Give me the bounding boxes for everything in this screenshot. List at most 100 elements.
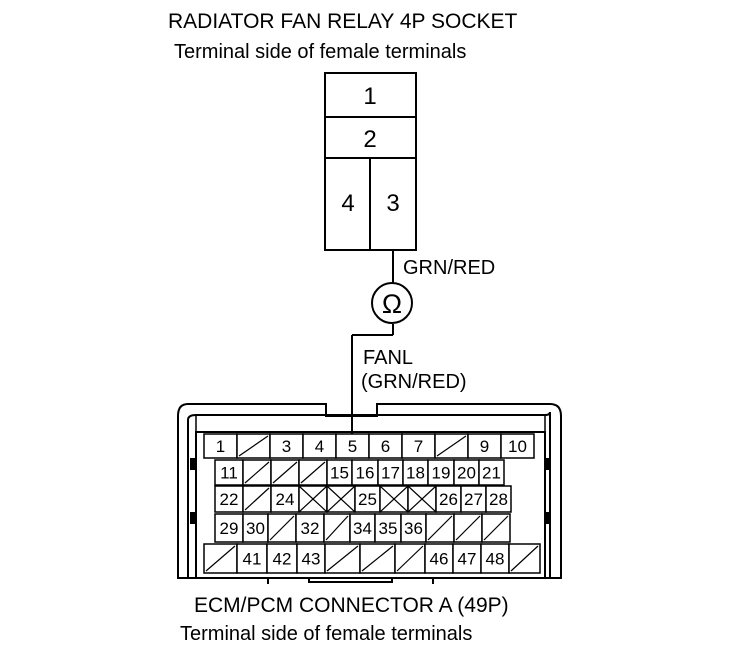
ecm-terminal-41: 41 <box>243 550 262 569</box>
ecm-terminal-47: 47 <box>458 550 477 569</box>
ecm-terminal-36: 36 <box>404 519 423 538</box>
ecm-terminal-32-cell <box>295 513 325 543</box>
ecm-terminal-20: 20 <box>457 464 476 483</box>
blank-terminal-slash <box>244 461 270 484</box>
connector-latch-right-bottom <box>545 512 551 524</box>
ecm-terminal-20-cell <box>453 459 480 486</box>
ecm-terminal-30: 30 <box>246 519 265 538</box>
test-wire <box>351 250 394 440</box>
ecm-terminal-29-cell <box>214 513 244 543</box>
ecm-connector-title: ECM/PCM CONNECTOR A (49P) <box>194 594 509 617</box>
blank-terminal-slash <box>272 461 298 484</box>
ecm-terminal-11-cell <box>214 459 244 486</box>
ecm-terminal-11: 11 <box>220 464 238 483</box>
blank-terminal-slash <box>205 545 236 572</box>
ecm-terminal-32: 32 <box>301 519 320 538</box>
ecm-terminal-6-cell <box>368 433 403 459</box>
relay-terminal-1: 1 <box>363 83 376 110</box>
ecm-terminal-26: 26 <box>439 490 458 509</box>
ecm-terminal-1-cell <box>203 433 238 459</box>
ecm-terminal-28: 28 <box>489 490 508 509</box>
ohm-symbol: Ω <box>382 289 402 319</box>
ecm-connector-subtitle: Terminal side of female terminals <box>180 623 473 645</box>
blank-terminal-slash <box>244 487 270 511</box>
ecm-terminal-10: 10 <box>508 437 527 456</box>
blank-terminal-cross <box>379 485 409 513</box>
ecm-terminal-29: 29 <box>220 519 239 538</box>
ecm-terminal-15: 15 <box>330 464 349 483</box>
ecm-terminal-27-cell <box>460 485 487 513</box>
relay-terminal-2: 2 <box>363 126 376 153</box>
ecm-terminal-43-cell <box>296 543 326 574</box>
ecm-terminal-42-cell <box>266 543 298 574</box>
ecm-terminal-42: 42 <box>273 550 292 569</box>
relay-terminal-4: 4 <box>341 190 354 217</box>
ecm-terminal-25-cell <box>354 485 381 513</box>
connector-latch-left-top <box>190 458 196 470</box>
ecm-terminal-1: 1 <box>216 437 225 456</box>
ecm-terminal-4: 4 <box>315 437 324 456</box>
ecm-terminal-9-cell <box>467 433 502 459</box>
ecm-terminal-24-cell <box>270 485 300 513</box>
blank-terminal-slash <box>326 545 359 572</box>
blank-terminal-slash <box>427 515 453 541</box>
ecm-terminal-28-cell <box>485 485 512 513</box>
ecm-terminal-17-cell <box>377 459 404 486</box>
ecm-terminal-7-cell <box>401 433 436 459</box>
ecm-terminal-10-cell <box>500 433 535 459</box>
ecm-terminal-5-cell <box>335 433 370 459</box>
relay-socket <box>324 72 417 251</box>
ecm-terminal-24: 24 <box>276 490 295 509</box>
ohmmeter-icon <box>371 282 413 324</box>
ecm-terminal-22-cell <box>214 485 244 513</box>
blank-terminal-slash <box>436 435 467 457</box>
ecm-terminal-3: 3 <box>282 437 291 456</box>
ecm-terminal-21: 21 <box>482 464 501 483</box>
blank-terminal-cross <box>298 485 328 513</box>
relay-terminal-3: 3 <box>386 190 399 217</box>
blank-terminal-slash <box>396 545 424 572</box>
blank-terminal-slash <box>510 545 539 572</box>
ecm-terminal-18: 18 <box>406 464 425 483</box>
ecm-terminal-35: 35 <box>379 519 398 538</box>
ecm-terminal-41-cell <box>236 543 268 574</box>
blank-terminal-slash <box>483 515 509 541</box>
ecm-terminal-43: 43 <box>302 550 321 569</box>
ecm-terminal-47-cell <box>452 543 482 574</box>
ecm-terminal-19: 19 <box>432 464 451 483</box>
blank-terminal-slash <box>269 515 295 541</box>
ecm-terminal-25: 25 <box>358 490 377 509</box>
ecm-terminal-27: 27 <box>464 490 483 509</box>
ecm-terminal-5: 5 <box>348 437 357 456</box>
ecm-terminal-46: 46 <box>430 550 449 569</box>
blank-terminal-slash <box>300 461 326 484</box>
signal-color-label: (GRN/RED) <box>361 371 467 393</box>
relay-socket-title: RADIATOR FAN RELAY 4P SOCKET <box>168 10 518 33</box>
ecm-terminal-48: 48 <box>486 550 505 569</box>
connector-latch-right-top <box>545 458 551 470</box>
ecm-terminal-34: 34 <box>353 519 372 538</box>
ecm-terminal-15-cell <box>326 459 353 486</box>
blank-terminal-slash <box>361 545 394 572</box>
ecm-terminal-9: 9 <box>480 437 489 456</box>
ecm-terminal-17: 17 <box>381 464 400 483</box>
ecm-terminal-30-cell <box>242 513 269 543</box>
blank-terminal-slash <box>455 515 481 541</box>
blank-terminal-slash <box>238 435 269 457</box>
ecm-terminal-4-cell <box>302 433 337 459</box>
ecm-terminal-34-cell <box>349 513 376 543</box>
ecm-terminal-3-cell <box>269 433 304 459</box>
ecm-terminal-6: 6 <box>381 437 390 456</box>
relay-socket-subtitle: Terminal side of female terminals <box>174 41 467 63</box>
ecm-terminal-48-cell <box>480 543 510 574</box>
ecm-terminal-21-cell <box>478 459 505 486</box>
ecm-terminal-22: 22 <box>220 490 239 509</box>
blank-terminal-cross <box>407 485 437 513</box>
ecm-connector-housing <box>177 403 562 584</box>
ecm-terminal-16: 16 <box>356 464 375 483</box>
blank-terminal-cross <box>326 485 356 513</box>
signal-name-label: FANL <box>363 347 413 369</box>
blank-terminal-slash <box>325 515 349 541</box>
